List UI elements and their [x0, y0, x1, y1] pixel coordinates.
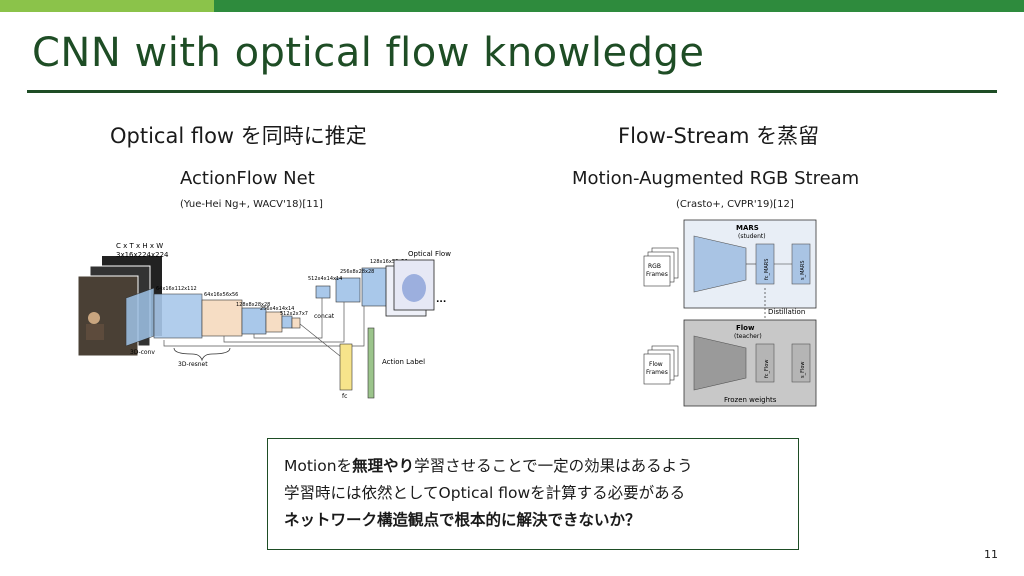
flow-frames-label-1: Flow — [649, 361, 663, 368]
page-number: 11 — [984, 548, 998, 561]
summary-line-1: Motionを無理やり学習させることで一定の効果はあるよう — [284, 453, 798, 480]
summary-box: Motionを無理やり学習させることで一定の効果はあるよう 学習時には依然として… — [267, 438, 799, 550]
flow-fc-label: fc_Flow — [764, 360, 770, 378]
flow-title: Flow — [736, 324, 755, 332]
action-label: Action Label — [382, 358, 425, 366]
concat-label: concat — [314, 313, 335, 320]
left-citation: (Yue-Hei Ng+, WACV'18)[11] — [180, 199, 323, 210]
summary-line-2: 学習時には依然としてOptical flowを計算する必要がある — [284, 484, 686, 502]
flow-score-label: s_Flow — [800, 361, 806, 378]
fc-block — [339, 343, 353, 391]
decoder-block-1 — [315, 285, 331, 299]
action-label-block — [367, 327, 375, 399]
mars-encoder-trapezoid — [693, 235, 747, 293]
size-label-4: 256x4x14x14 — [260, 306, 294, 312]
mars-fc-label: fc_MARS — [764, 259, 770, 280]
decoder-block-2 — [335, 277, 361, 303]
flow-encoder-trapezoid — [693, 335, 747, 391]
encoder-block-5 — [281, 315, 293, 329]
flow-frames-label-2: Frames — [646, 369, 668, 376]
size-label-3: 128x8x28x28 — [236, 302, 270, 308]
mars-score-label: s_MARS — [800, 261, 806, 281]
input-label-2: 3x16x224x224 — [116, 251, 169, 259]
encoder-block-2 — [201, 299, 243, 337]
flow-frame-front — [643, 353, 671, 385]
flow-ellipsis: ... — [436, 295, 446, 305]
encoder-block-6 — [291, 317, 301, 329]
right-citation: (Crasto+, CVPR'19)[12] — [676, 199, 794, 210]
conv3d-label: 3D-conv — [130, 349, 155, 356]
size-label-6: 512x4x14x14 — [308, 276, 342, 282]
size-label-2: 64x16x56x56 — [204, 292, 238, 298]
flow-output-blob — [402, 274, 426, 302]
encoder-block-1 — [153, 293, 203, 339]
mars-figure: MARS (student) fc_MARS s_MARS RGB Frames… — [643, 219, 817, 407]
skip-connection-2 — [223, 302, 345, 343]
top-accent-bar-light — [0, 0, 214, 12]
input-frame-body — [86, 324, 104, 340]
size-label-7: 256x8x28x28 — [340, 269, 374, 275]
flow-score-block — [791, 343, 811, 383]
fc-connection — [299, 323, 341, 357]
skip-connection-1 — [163, 306, 365, 347]
summary-line-1-bold: 無理やり — [352, 457, 415, 475]
rgb-frames-label-1: RGB — [648, 263, 661, 270]
title-underline — [27, 90, 997, 93]
size-label-5: 512x2x7x7 — [280, 311, 308, 317]
flow-subtitle: (teacher) — [734, 333, 762, 340]
size-label-8: 128x16x56x56 — [370, 259, 408, 265]
right-subtitle: Motion-Augmented RGB Stream — [572, 168, 860, 189]
conv3d-block — [125, 287, 155, 347]
summary-line-1-pre: Motionを — [284, 457, 353, 475]
summary-line-1-post: 学習させることで一定の効果はあるよう — [414, 457, 693, 475]
input-frame-person — [88, 312, 100, 324]
actionflow-net-figure: C x T x H x W 3x16x224x224 64x16x112x112… — [77, 242, 451, 400]
distillation-label: Distillation — [768, 308, 805, 316]
slide-title: CNN with optical flow knowledge — [32, 30, 705, 76]
right-heading: Flow-Stream を蒸留 — [618, 124, 820, 148]
flow-fc-block — [755, 343, 775, 383]
fc-label: fc — [342, 393, 347, 400]
optical-flow-label: Optical Flow — [408, 250, 451, 258]
frozen-weights-label: Frozen weights — [724, 396, 777, 404]
left-heading: Optical flow を同時に推定 — [110, 124, 367, 148]
top-accent-bar-dark — [214, 0, 1024, 12]
skip-connection-3 — [253, 298, 323, 339]
rgb-frames-label-2: Frames — [646, 271, 668, 278]
size-label-1: 64x16x112x112 — [156, 286, 197, 292]
rgb-frame-front — [643, 255, 671, 287]
resnet-brace — [173, 347, 231, 362]
resnet-label: 3D-resnet — [178, 361, 208, 368]
input-label-1: C x T x H x W — [116, 242, 163, 250]
mars-subtitle: (student) — [738, 233, 766, 240]
summary-line-3: ネットワーク構造観点で根本的に解決できないか？ — [284, 511, 641, 529]
left-subtitle: ActionFlow Net — [180, 168, 315, 189]
mars-title: MARS — [736, 224, 759, 232]
